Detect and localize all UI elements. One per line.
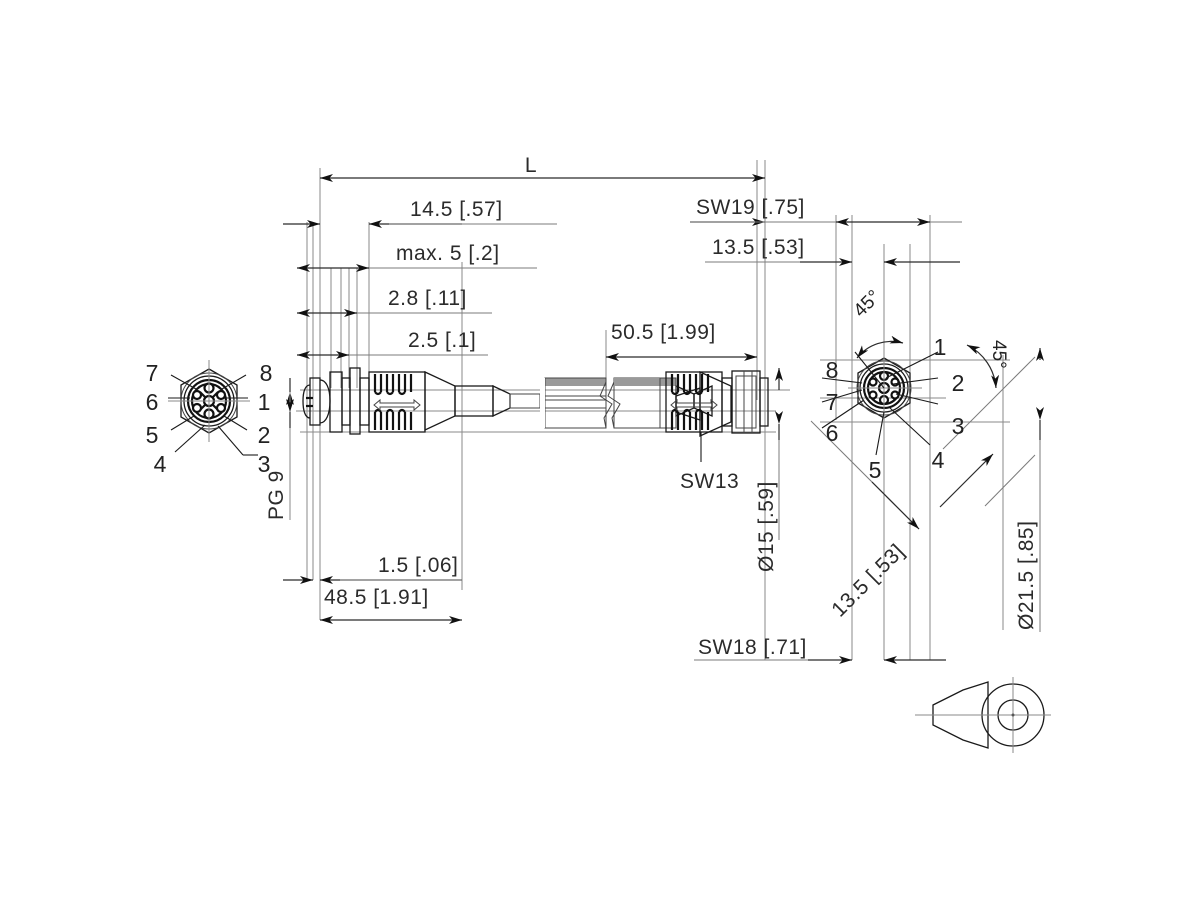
extension-lines <box>306 160 1010 660</box>
dimension-label-pg9: PG 9 <box>265 470 288 520</box>
pin-label-4: 4 <box>932 447 945 473</box>
cable-assembly-side-view <box>296 367 776 438</box>
dimension-label-48-5: 48.5 [1.91] <box>324 586 429 609</box>
pin-label-8: 8 <box>826 357 839 383</box>
dimension-13-5-right: 13.5 [.53] <box>705 236 960 266</box>
dimension-label-dia21-5: Ø21.5 [.85] <box>1015 521 1038 630</box>
dimension-pg9: PG 9 <box>265 378 294 520</box>
pin-label-5: 5 <box>869 457 882 483</box>
pin-label-3: 3 <box>952 413 965 439</box>
pin-label-1: 1 <box>934 334 947 360</box>
dimension-label-1-5: 1.5 [.06] <box>378 554 458 577</box>
pin-label-8: 8 <box>260 360 273 386</box>
pin-label-5: 5 <box>146 422 159 448</box>
right-taper-body <box>675 370 732 438</box>
dimension-dia21-5: Ø21.5 [.85] <box>1015 348 1044 632</box>
right-coupling-nut <box>721 370 769 434</box>
dimension-dia15: Ø15 [.59] <box>755 368 783 572</box>
pin-label-6: 6 <box>826 420 839 446</box>
callout-sw13: SW13 <box>680 432 739 493</box>
pin-label-7: 7 <box>146 360 159 386</box>
dimension-label-13-5-right: 13.5 [.53] <box>712 236 805 259</box>
pin-label-3: 3 <box>258 451 271 477</box>
pin-label-7: 7 <box>826 389 839 415</box>
dimension-sw18: SW18 [.71] <box>694 636 946 664</box>
left-connector-body <box>302 367 370 435</box>
dimension-max-5: max. 5 [.2] <box>297 242 537 272</box>
dimension-label-max-5: max. 5 [.2] <box>396 242 500 265</box>
dimension-label-sw19: SW19 [.75] <box>696 196 805 219</box>
pin-label-1: 1 <box>258 389 271 415</box>
dimension-label-2-8: 2.8 [.11] <box>388 287 467 310</box>
dimension-label-14-5: 14.5 [.57] <box>410 198 503 221</box>
dimension-label-2-5: 2.5 [.1] <box>408 329 476 352</box>
dimension-label-sw13: SW13 <box>680 470 739 493</box>
dimension-48-5: 48.5 [1.91] <box>320 586 462 624</box>
dimension-sw19: SW19 [.75] <box>690 196 962 226</box>
dimension-14-5: 14.5 [.57] <box>283 198 557 228</box>
pin-label-4: 4 <box>154 451 167 477</box>
dimension-label-50-5: 50.5 [1.99] <box>611 321 716 344</box>
dimension-label-dia15: Ø15 [.59] <box>755 481 778 572</box>
right-strain-relief <box>665 371 723 433</box>
angle-label-right-45: 45° <box>988 340 1009 369</box>
dimension-label-L: L <box>525 154 537 177</box>
dimension-2-8: 2.8 [.11] <box>297 287 492 317</box>
left-connector-face-view: 7 6 5 4 8 1 2 3 <box>146 360 273 477</box>
dimension-1-5: 1.5 [.06] <box>283 554 462 584</box>
cone-seal-detail-view <box>915 677 1051 753</box>
angle-dimension-right-45: 45° <box>966 340 1009 389</box>
pin-label-6: 6 <box>146 389 159 415</box>
pin-label-2: 2 <box>952 370 965 396</box>
dimension-overall-length: L <box>320 154 765 182</box>
dimension-2-5: 2.5 [.1] <box>297 329 488 359</box>
dimension-50-5: 50.5 [1.99] <box>606 321 757 361</box>
dimension-label-sw18: SW18 [.71] <box>698 636 807 659</box>
pin-label-2: 2 <box>258 422 271 448</box>
